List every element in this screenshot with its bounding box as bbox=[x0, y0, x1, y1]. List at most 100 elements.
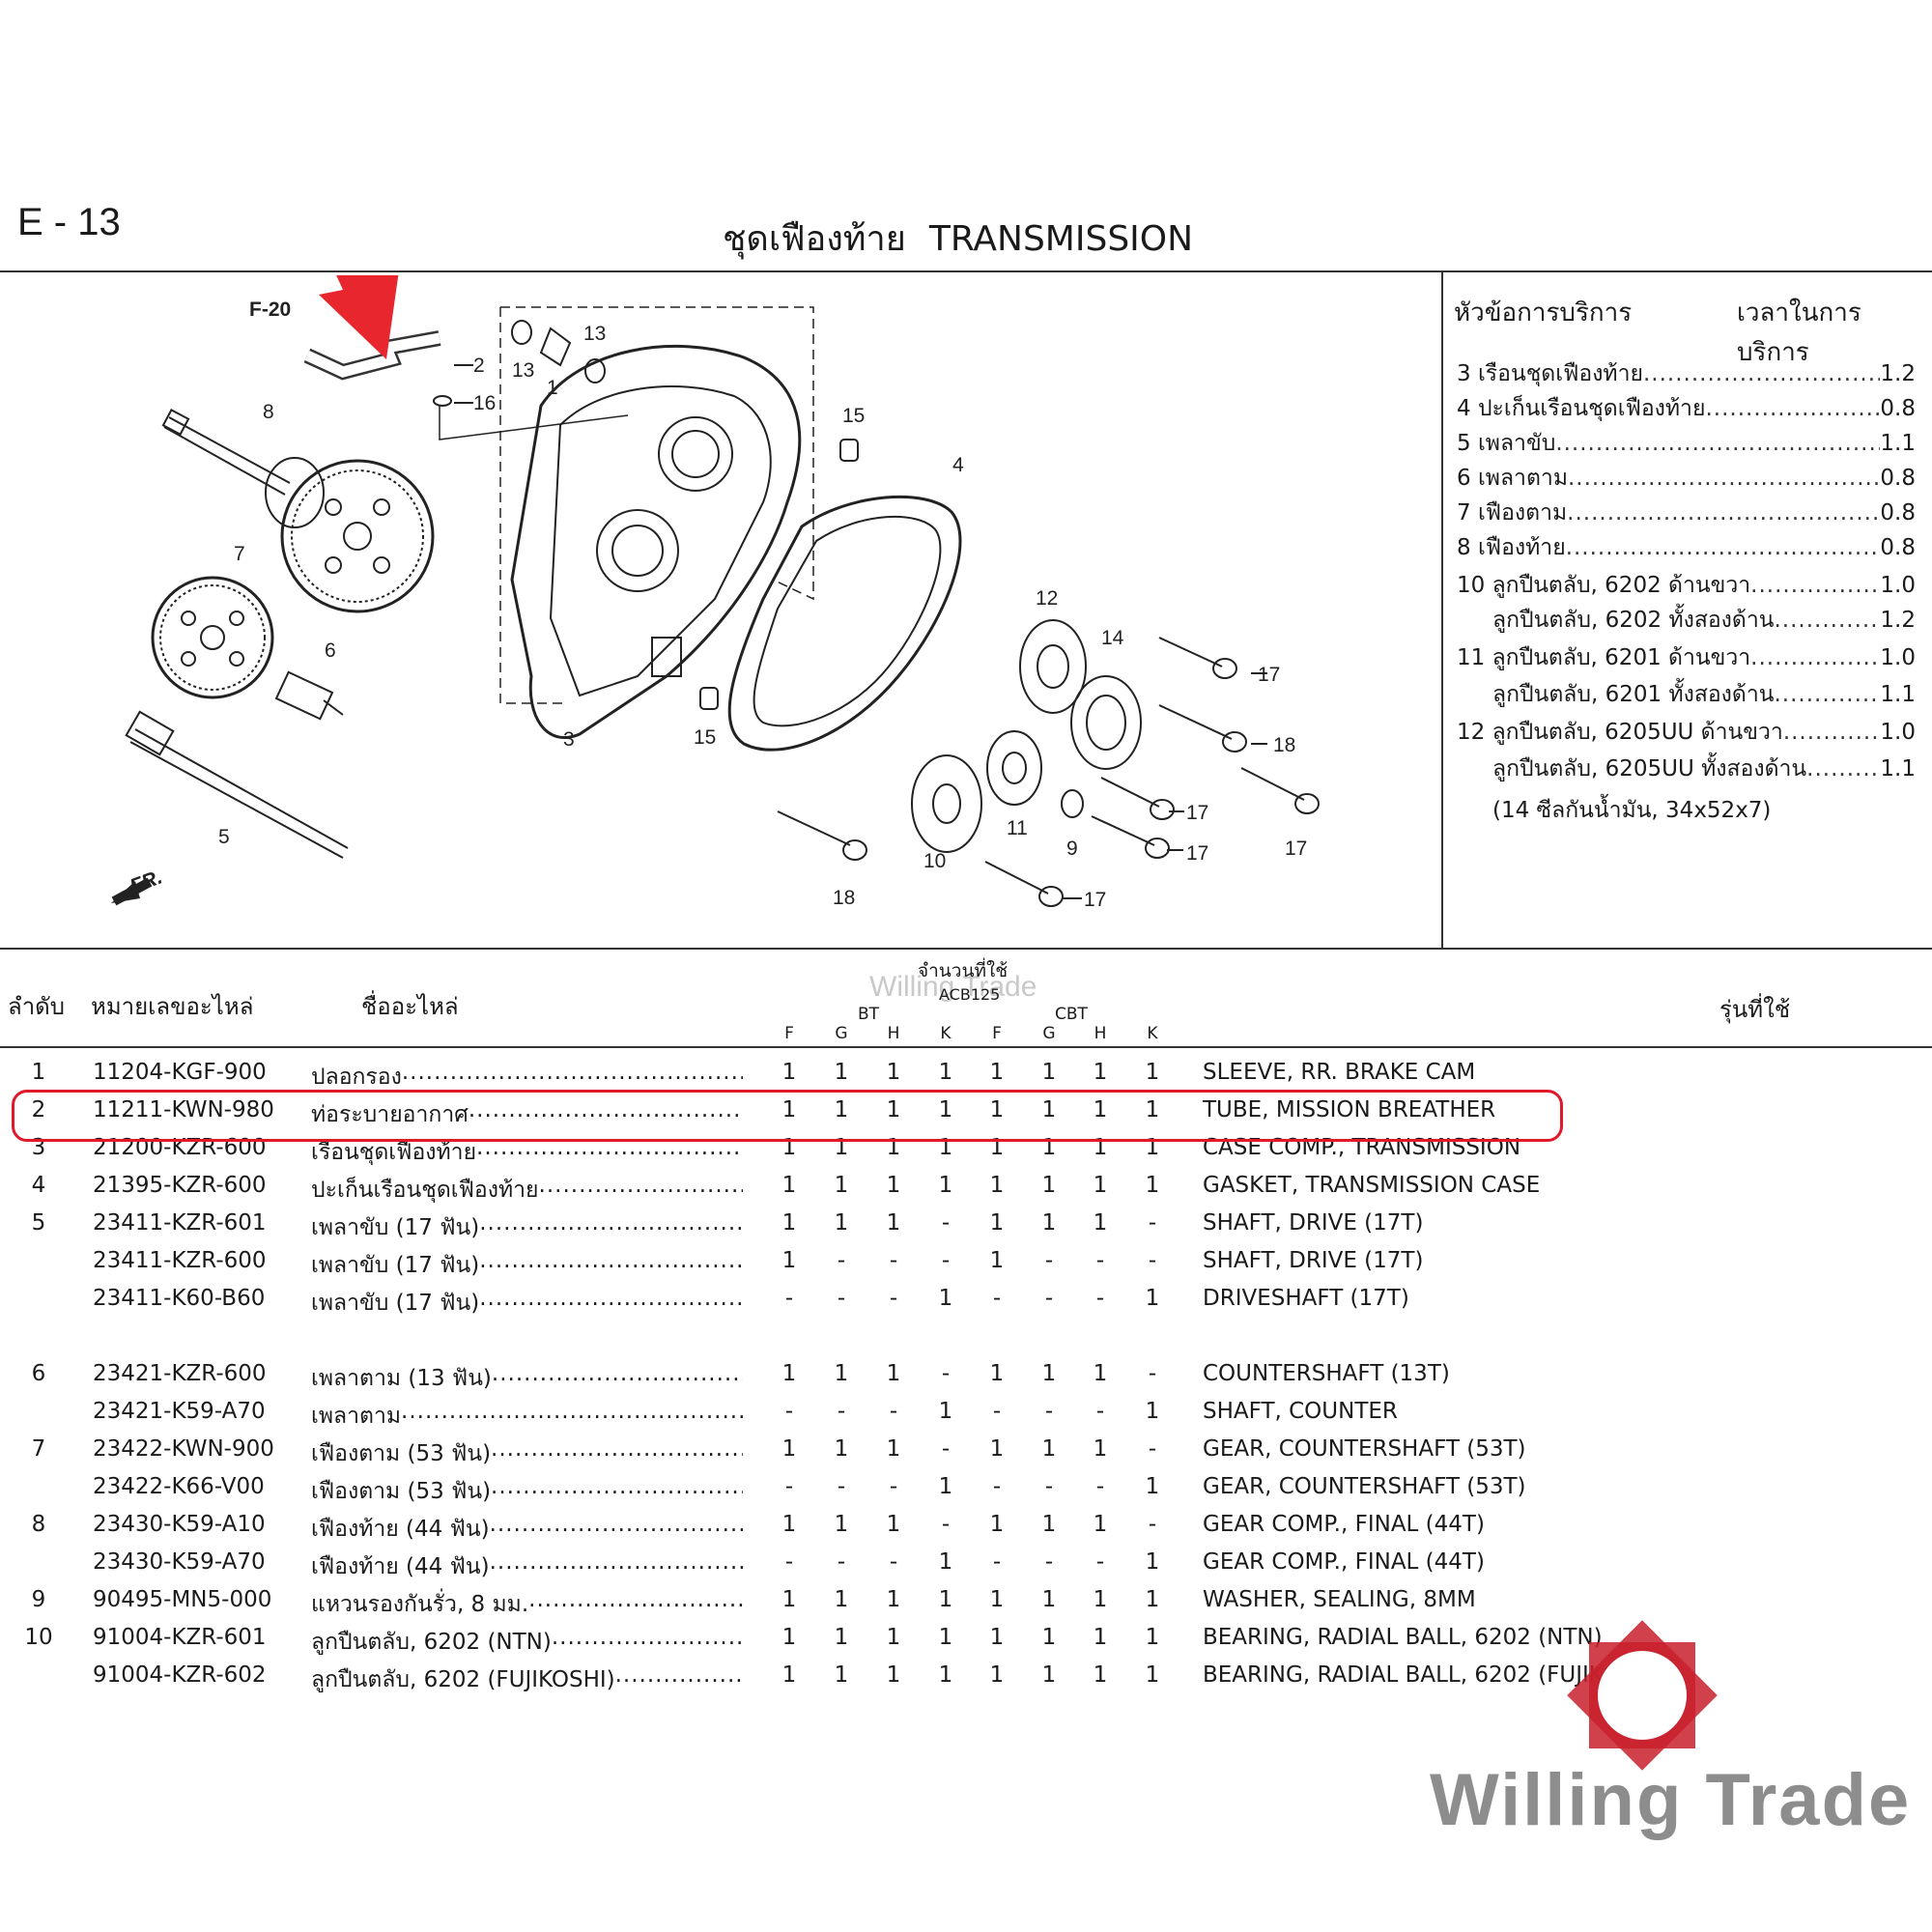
quantity-cell: 1 bbox=[834, 1060, 849, 1085]
quantity-cell: - bbox=[889, 1474, 898, 1499]
quantity-cell: 1 bbox=[886, 1361, 901, 1386]
quantity-cell: 1 bbox=[938, 1662, 953, 1688]
svg-text:18: 18 bbox=[833, 887, 855, 909]
part-name-english: GEAR, COUNTERSHAFT (53T) bbox=[1203, 1474, 1526, 1499]
quantity-cell: - bbox=[1044, 1286, 1054, 1311]
part-name-english: COUNTERSHAFT (13T) bbox=[1203, 1361, 1450, 1386]
quantity-cell: 1 bbox=[1041, 1060, 1057, 1085]
part-number: 23421-K59-A70 bbox=[93, 1399, 266, 1424]
part-name-english: BEARING, RADIAL BALL, 6202 (NTN) bbox=[1203, 1625, 1603, 1650]
svg-text:12: 12 bbox=[1036, 587, 1058, 610]
reference-label: F-20 bbox=[249, 298, 291, 321]
quantity-cell: 1 bbox=[886, 1097, 901, 1122]
page-code: E - 13 bbox=[17, 201, 121, 243]
watermark-text-small: Willing Trade bbox=[869, 971, 1037, 1003]
quantity-cell: 1 bbox=[1145, 1662, 1160, 1688]
column-header-part-number: หมายเลขอะไหล่ bbox=[91, 993, 254, 1020]
quantity-cell: 1 bbox=[834, 1173, 849, 1198]
quantity-cell: - bbox=[889, 1399, 898, 1424]
quantity-cell: 1 bbox=[1145, 1097, 1160, 1122]
part-number: 23411-KZR-600 bbox=[93, 1248, 267, 1273]
quantity-cell: 1 bbox=[938, 1474, 953, 1499]
part-name-thai: เฟืองตาม (53 ฟัน) bbox=[311, 1474, 743, 1509]
svg-text:14: 14 bbox=[1101, 627, 1124, 649]
quantity-cell: 1 bbox=[989, 1248, 1005, 1273]
quantity-cell: 1 bbox=[834, 1587, 849, 1612]
column-header-no: ลำดับ bbox=[8, 993, 66, 1020]
part-number: 11211-KWN-980 bbox=[93, 1097, 274, 1122]
quantity-cell: - bbox=[837, 1248, 846, 1273]
part-name-thai: เพลาตาม bbox=[311, 1399, 743, 1434]
quantity-cell: - bbox=[784, 1474, 794, 1499]
quantity-cell: - bbox=[1148, 1248, 1157, 1273]
quantity-cell: 1 bbox=[834, 1512, 849, 1537]
quantity-cell: 1 bbox=[834, 1210, 849, 1236]
qty-col-header: G bbox=[1042, 1024, 1056, 1043]
part-name-english: SHAFT, COUNTER bbox=[1203, 1399, 1398, 1424]
quantity-cell: 1 bbox=[989, 1436, 1005, 1462]
quantity-cell: - bbox=[941, 1512, 951, 1537]
qty-col-header: F bbox=[992, 1024, 1002, 1043]
column-header-part-name: ชื่ออะไหล่ bbox=[361, 993, 459, 1020]
quantity-cell: 1 bbox=[886, 1662, 901, 1688]
quantity-cell: - bbox=[837, 1549, 846, 1575]
quantity-cell: - bbox=[1095, 1474, 1105, 1499]
part-name-thai: เพลาตาม (13 ฟัน) bbox=[311, 1361, 743, 1396]
willing-trade-logo-icon bbox=[1567, 1620, 1718, 1771]
part-name-thai: เฟืองท้าย (44 ฟัน) bbox=[311, 1549, 743, 1584]
quantity-cell: 1 bbox=[886, 1060, 901, 1085]
quantity-cell: - bbox=[1095, 1549, 1105, 1575]
quantity-cell: - bbox=[784, 1399, 794, 1424]
part-number: 23430-K59-A10 bbox=[93, 1512, 266, 1537]
quantity-cell: - bbox=[1095, 1399, 1105, 1424]
svg-text:2: 2 bbox=[473, 355, 485, 377]
svg-text:4: 4 bbox=[952, 454, 964, 476]
quantity-cell: 1 bbox=[781, 1173, 797, 1198]
part-number: 23422-KWN-900 bbox=[93, 1436, 274, 1462]
part-name-english: GASKET, TRANSMISSION CASE bbox=[1203, 1173, 1541, 1198]
quantity-cell: - bbox=[941, 1210, 951, 1236]
quantity-cell: 1 bbox=[834, 1625, 849, 1650]
quantity-cell: 1 bbox=[1145, 1060, 1160, 1085]
quantity-cell: 1 bbox=[1093, 1587, 1108, 1612]
quantity-cell: 1 bbox=[1041, 1587, 1057, 1612]
quantity-cell: 1 bbox=[1041, 1097, 1057, 1122]
table-header-divider bbox=[0, 1046, 1932, 1048]
quantity-cell: - bbox=[889, 1549, 898, 1575]
quantity-cell: - bbox=[1044, 1399, 1054, 1424]
quantity-cell: 1 bbox=[834, 1361, 849, 1386]
row-number: 7 bbox=[31, 1436, 46, 1462]
quantity-cell: 1 bbox=[886, 1625, 901, 1650]
part-name-english: DRIVESHAFT (17T) bbox=[1203, 1286, 1409, 1311]
service-row: 11 ลูกปืนตลับ, 6201 ด้านขวา1.0 bbox=[1457, 644, 1916, 671]
quantity-cell: 1 bbox=[781, 1587, 797, 1612]
svg-text:16: 16 bbox=[473, 392, 496, 414]
quantity-cell: 1 bbox=[938, 1060, 953, 1085]
part-name-thai: แหวนรองกันรั่ว, 8 มม. bbox=[311, 1587, 743, 1622]
table-row: 421395-KZR-600ปะเก็นเรือนชุดเฟืองท้าย111… bbox=[0, 1173, 1932, 1208]
part-name-thai: ลูกปืนตลับ, 6202 (FUJIKOSHI) bbox=[311, 1662, 743, 1697]
part-name-thai: เพลาขับ (17 ฟัน) bbox=[311, 1210, 743, 1245]
service-note: (14 ซีลกันน้ำมัน, 34x52x7) bbox=[1492, 798, 1772, 823]
qty-col-header: K bbox=[1147, 1024, 1158, 1043]
qty-col-header: H bbox=[1094, 1024, 1107, 1043]
column-header-model: ACB125 bbox=[939, 985, 1001, 1004]
quantity-cell: 1 bbox=[1093, 1512, 1108, 1537]
front-label: FR. bbox=[127, 866, 165, 897]
quantity-cell: 1 bbox=[1093, 1060, 1108, 1085]
quantity-cell: - bbox=[992, 1286, 1002, 1311]
quantity-cell: - bbox=[941, 1436, 951, 1462]
column-header-usage: รุ่นที่ใช้ bbox=[1719, 996, 1791, 1023]
row-number: 9 bbox=[31, 1587, 46, 1612]
part-name-thai: เพลาขับ (17 ฟัน) bbox=[311, 1248, 743, 1283]
quantity-cell: 1 bbox=[781, 1361, 797, 1386]
quantity-cell: - bbox=[1148, 1210, 1157, 1236]
part-name-english: SHAFT, DRIVE (17T) bbox=[1203, 1248, 1424, 1273]
qty-col-header: G bbox=[835, 1024, 848, 1043]
